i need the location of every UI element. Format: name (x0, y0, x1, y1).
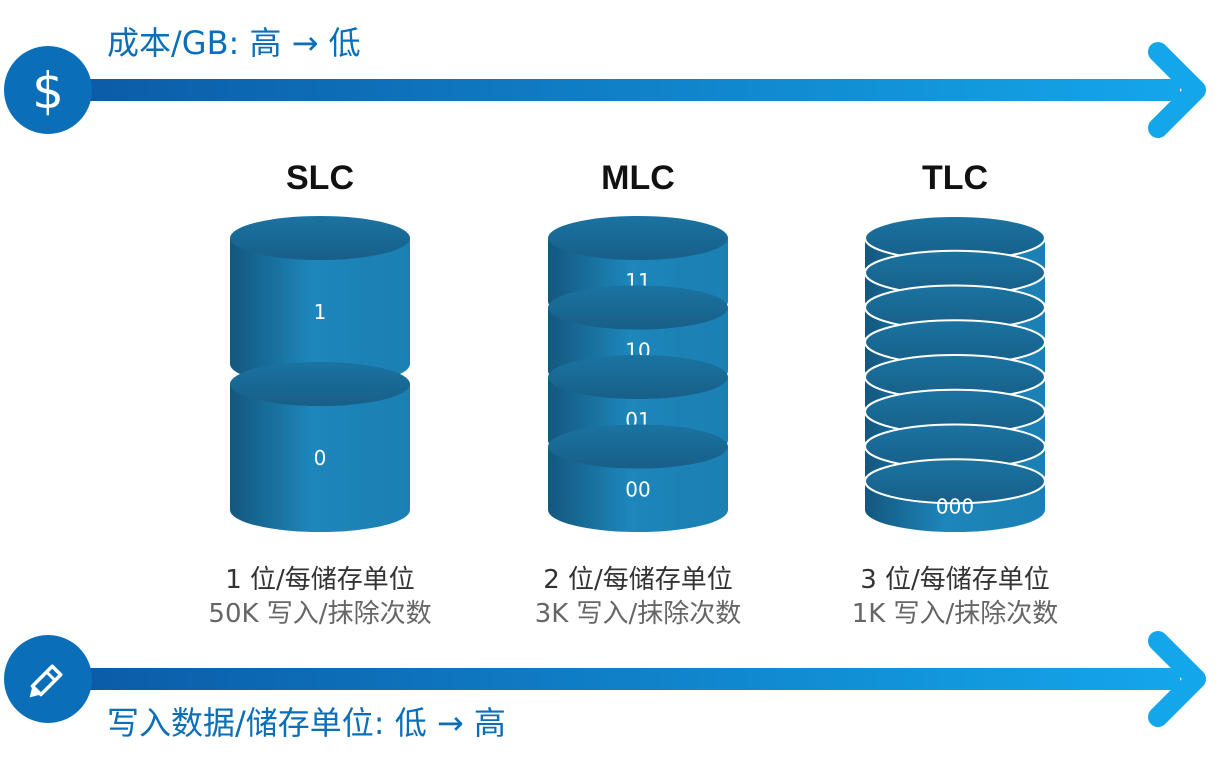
slc-level-0: 0 (230, 362, 410, 532)
cost-arrow: $ 成本/GB: 高 → 低 (4, 24, 1206, 138)
write-density-arrow: 写入数据/储存单位: 低 → 高 (4, 631, 1206, 742)
slc-cycles-caption: 50K 写入/抹除次数 (208, 599, 431, 629)
write-axis-label: 写入数据/储存单位: 低 → 高 (107, 704, 506, 742)
mlc-bits-caption: 2 位/每储存单位 (543, 565, 733, 595)
tlc-cylinder-stack: 111110101100011010001000 (864, 215, 1046, 532)
pencil-icon (29, 664, 63, 698)
mlc-cylinder-side (548, 446, 728, 532)
cost-axis-label: 成本/GB: 高 → 低 (107, 24, 361, 62)
tlc-cycles-caption: 1K 写入/抹除次数 (852, 599, 1059, 629)
write-arrow-shaft (60, 668, 1180, 690)
mlc-cylinder-top (548, 216, 728, 260)
tlc-cylinder-top (864, 458, 1046, 505)
mlc-cycles-caption: 3K 写入/抹除次数 (535, 599, 742, 629)
mlc-title: MLC (601, 159, 675, 197)
slc-cylinder-stack: 10 (230, 216, 410, 532)
slc-level-label: 0 (314, 446, 327, 470)
mlc-cylinder-top (548, 424, 728, 469)
slc-level-label: 1 (314, 300, 327, 324)
pencil-icon-circle (4, 635, 92, 723)
slc-cylinder-side (230, 238, 410, 386)
mlc-cylinder-top (548, 355, 728, 399)
mlc-cylinder-top (548, 285, 728, 330)
mlc-level-00: 00 (548, 424, 728, 532)
cost-arrow-head (1148, 42, 1206, 138)
cost-arrow-shaft (60, 79, 1180, 101)
dollar-icon-circle (4, 46, 92, 134)
slc-bits-caption: 1 位/每储存单位 (225, 565, 415, 595)
tlc-level-000: 000 (864, 458, 1046, 532)
write-arrow-head (1148, 631, 1206, 727)
slc-cylinder-side (230, 384, 410, 532)
tlc-title: TLC (922, 159, 988, 197)
mlc-level-label: 00 (625, 477, 650, 501)
slc-cylinder-top (230, 362, 410, 406)
slc-level-1: 1 (230, 216, 410, 386)
tlc-level-label: 000 (936, 495, 974, 519)
tlc-bits-caption: 3 位/每储存单位 (860, 565, 1050, 595)
dollar-icon: $ (32, 62, 64, 120)
slc-title: SLC (286, 159, 354, 197)
slc-cylinder-top (230, 216, 410, 260)
